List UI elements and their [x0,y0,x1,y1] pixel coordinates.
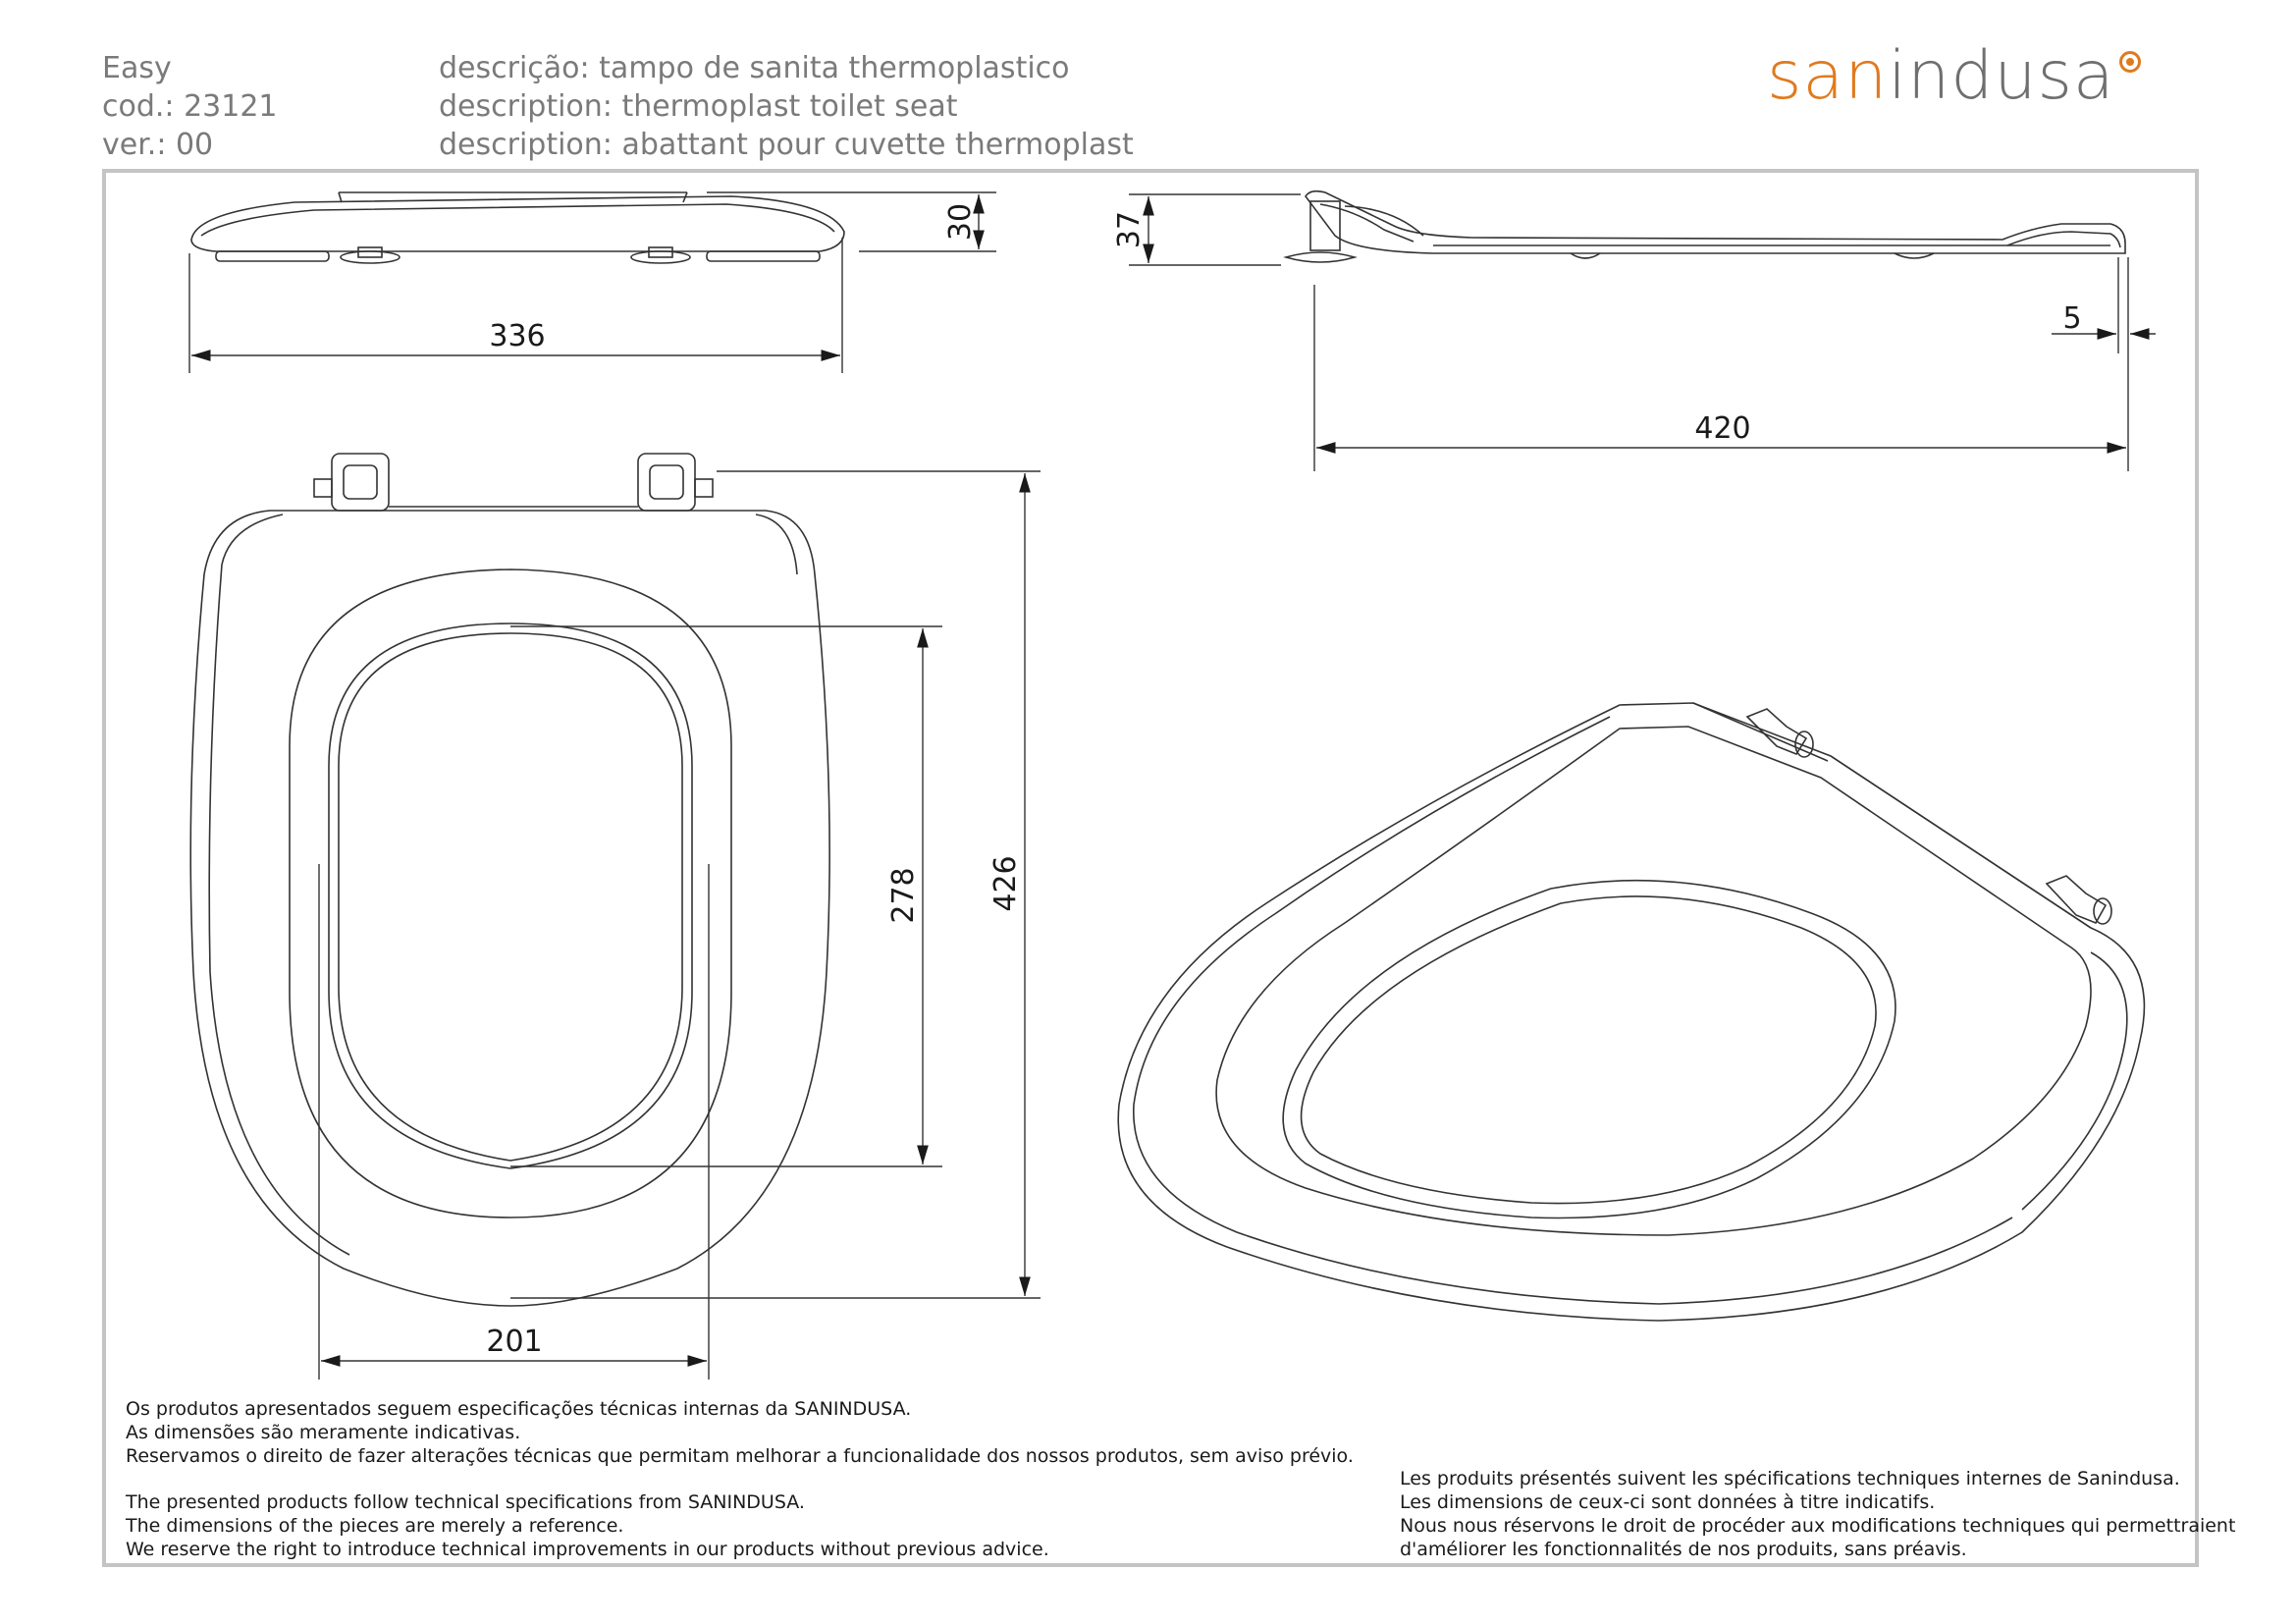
note-line: Les dimensions de ceux-ci sont données à… [1400,1491,1936,1513]
description-fr: description: abattant pour cuvette therm… [439,128,1134,162]
description-pt: descrição: tampo de sanita thermoplastic… [439,51,1070,85]
front-dimension-lines [188,191,996,373]
notes-portuguese: Os produtos apresentados seguem especifi… [126,1397,1354,1468]
description-en: description: thermoplast toilet seat [439,89,958,124]
dimension-inner-width: 201 [486,1325,542,1359]
note-line: The dimensions of the pieces are merely … [126,1515,624,1537]
logo-part-indusa: indusa [1888,37,2115,115]
logo-mark-icon [2118,51,2141,73]
product-name: Easy [102,51,172,85]
product-version: ver.: 00 [102,128,214,162]
dimension-total-length: 426 [988,855,1023,911]
notes-english: The presented products follow technical … [126,1490,1049,1561]
drawing-frame [102,169,2199,1567]
note-line: Les produits présentés suivent les spéci… [1400,1468,2180,1489]
note-line: We reserve the right to introduce techni… [126,1539,1049,1560]
note-line: The presented products follow technical … [126,1491,805,1513]
logo-part-san: san [1767,37,1889,115]
dimension-front-width: 336 [489,319,545,353]
note-line: d'améliorer les fonctionnalités de nos p… [1400,1539,1967,1560]
front-view [190,191,845,264]
note-line: As dimensões são meramente indicativas. [126,1422,521,1443]
dimension-side-height: 37 [1112,211,1147,248]
note-line: Reservamos o direito de fazer alterações… [126,1445,1354,1467]
dimension-side-offset: 5 [2062,301,2081,336]
side-dimension-lines [1129,193,2156,471]
product-info: Easy cod.: 23121 ver.: 00 [102,49,278,164]
dimension-front-height: 30 [943,203,978,241]
product-code: cod.: 23121 [102,89,278,124]
note-line: Os produtos apresentados seguem especifi… [126,1398,912,1420]
product-descriptions: descrição: tampo de sanita thermoplastic… [439,49,1134,164]
dimension-inner-length: 278 [886,867,921,923]
top-dimension-lines [318,470,1041,1380]
top-view [189,453,830,1307]
dimension-side-length: 420 [1694,411,1750,446]
note-line: Nous nous réservons le droit de procéder… [1400,1515,2236,1537]
notes-french: Les produits présentés suivent les spéci… [1400,1467,2235,1561]
sanindusa-logo: sanindusa [1767,37,2141,115]
side-view [1283,189,2126,263]
perspective-view [1117,702,2146,1322]
